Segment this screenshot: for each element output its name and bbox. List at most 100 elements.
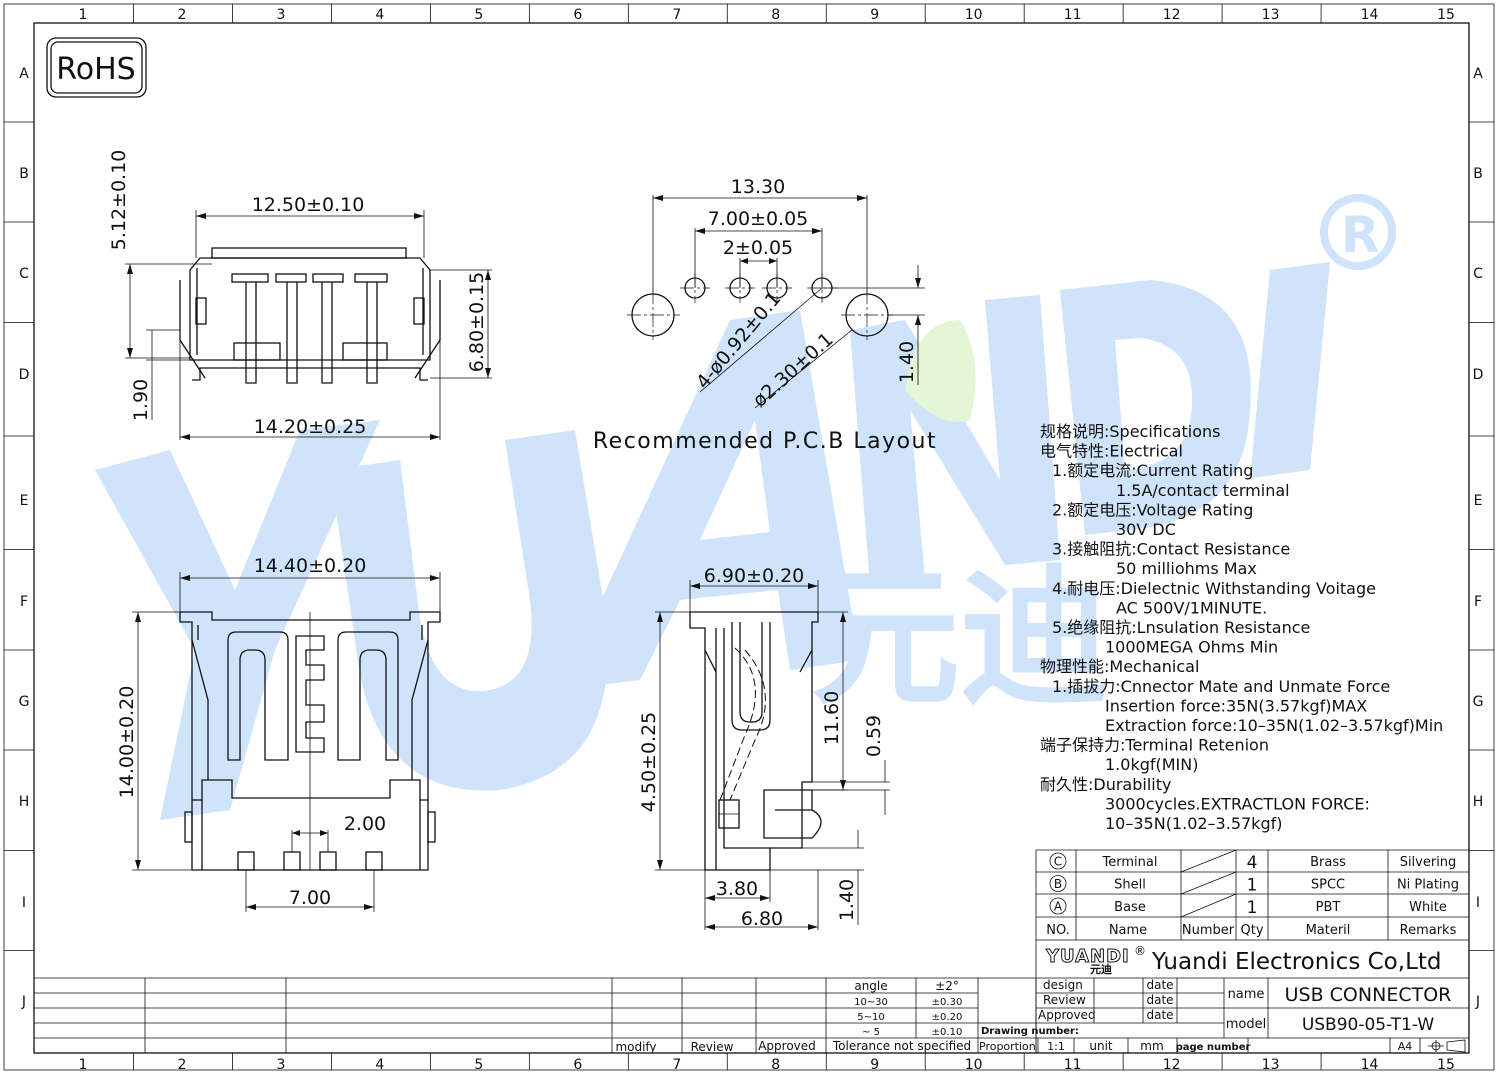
- bom-name: Base: [1114, 900, 1146, 915]
- bom-no: C: [1054, 855, 1062, 869]
- grid-col-label: 2: [178, 7, 187, 23]
- bom-qty: 1: [1247, 876, 1258, 896]
- top-view: 12.50±0.10 5.12±0.10 6.80±0.15 1.90 14.2…: [108, 150, 492, 440]
- dim-top-width: 12.50±0.10: [252, 194, 365, 216]
- tb-range1: 10~30: [854, 997, 888, 1008]
- company-logo: YUANDI ® 元迪: [1045, 944, 1147, 976]
- grid-col-label: 1: [79, 1057, 88, 1073]
- dim-side-bottom-outer: 6.80: [741, 908, 783, 930]
- grid-row-label: B: [19, 166, 29, 182]
- spec-line: Extraction force:10–35N(1.02–3.57kgf)Min: [1105, 716, 1443, 735]
- watermark: 元迪 R: [95, 194, 1396, 820]
- grid-row-label: H: [19, 794, 30, 810]
- bom-qty: 1: [1247, 898, 1258, 918]
- logo-registered: ®: [1134, 944, 1146, 958]
- grid-row-label: E: [1474, 493, 1483, 509]
- grid-row-label: G: [19, 694, 30, 710]
- bom-header-material: Materil: [1306, 923, 1351, 938]
- tb-review-bottom: Review: [691, 1040, 734, 1054]
- dim-pcb-pitch: 2±0.05: [723, 237, 793, 259]
- grid-col-label: 15: [1437, 1057, 1455, 1073]
- spec-line: 4.耐电压:Dielectnic Withstanding Voitage: [1052, 579, 1376, 598]
- dim-pcb-pin-span: 7.00±0.05: [708, 208, 809, 230]
- grid-row-label: D: [1473, 367, 1484, 383]
- tb-proportion: Proportion: [979, 1040, 1036, 1053]
- grid-col-label: 6: [573, 7, 582, 23]
- spec-line: Insertion force:35N(3.57kgf)MAX: [1105, 696, 1367, 715]
- tb-range2-tol: ±0.20: [932, 1012, 963, 1023]
- front-view: 14.40±0.20 14.00±0.20 2.00 7.00: [116, 555, 441, 912]
- grid-row-label: I: [1476, 895, 1480, 911]
- bom-no-circle: [1049, 897, 1067, 915]
- dim-top-height: 5.12±0.10: [108, 150, 130, 251]
- grid-row-label: A: [1473, 66, 1483, 82]
- spec-line: 1.5A/contact terminal: [1116, 481, 1290, 500]
- grid-row-label: H: [1473, 794, 1484, 810]
- spec-line: 2.额定电压:Voltage Rating: [1052, 500, 1253, 519]
- bom-material: SPCC: [1311, 878, 1345, 893]
- tb-range3: ~ 5: [862, 1027, 880, 1038]
- bom-header-number: Number: [1182, 923, 1235, 938]
- dim-side-left-height: 4.50±0.25: [638, 712, 660, 813]
- projection-symbol-icon: [1428, 1039, 1466, 1053]
- tb-name-value: USB CONNECTOR: [1285, 984, 1452, 1006]
- tb-unit: unit: [1089, 1039, 1113, 1053]
- grid-row-label: J: [1475, 994, 1480, 1010]
- grid-row-label: C: [19, 266, 29, 282]
- bom-header-remarks: Remarks: [1400, 923, 1457, 938]
- dim-front-span: 7.00: [289, 887, 331, 909]
- dim-side-bottom-right: 1.40: [836, 879, 858, 921]
- tb-approved-bottom: Approved: [758, 1039, 816, 1053]
- bom-remarks: Silvering: [1400, 855, 1457, 870]
- bom-name: Shell: [1114, 878, 1146, 893]
- grid-row-label: G: [1473, 694, 1484, 710]
- spec-line: 物理性能:Mechanical: [1040, 657, 1199, 676]
- grid-row-label: C: [1473, 266, 1483, 282]
- spec-line: 5.绝缘阻抗:Lnsulation Resistance: [1052, 618, 1310, 637]
- grid-col-label: 3: [276, 7, 285, 23]
- grid-col-label: 11: [1064, 1057, 1082, 1073]
- grid-col-label: 11: [1064, 7, 1082, 23]
- watermark-registered-mark: R: [1341, 206, 1380, 264]
- bom-header-no: NO.: [1046, 923, 1070, 938]
- grid-col-label: 6: [573, 1057, 582, 1073]
- bom-no-circle: [1049, 852, 1067, 870]
- bom-name: Terminal: [1102, 855, 1158, 870]
- grid-col-label: 12: [1163, 7, 1181, 23]
- tb-range2: 5~10: [857, 1012, 884, 1023]
- bom-no-circle: [1049, 875, 1067, 892]
- tb-approved-date: date: [1146, 1008, 1173, 1022]
- grid-col-label: 13: [1262, 1057, 1280, 1073]
- grid-col-label: 4: [375, 1057, 384, 1073]
- pcb-title: Recommended P.C.B Layout: [593, 429, 937, 454]
- bom-no: B: [1054, 877, 1062, 891]
- sheet-border: 1122334455667788991010111112121313141415…: [3, 3, 1495, 1073]
- grid-row-label: A: [19, 66, 29, 82]
- tb-review-date: date: [1146, 993, 1173, 1007]
- tb-page-number: page number: [1176, 1042, 1251, 1053]
- spec-line: 30V DC: [1116, 520, 1176, 539]
- spec-line: 3000cycles.EXTRACTLON FORCE:: [1105, 794, 1370, 813]
- grid-col-label: 10: [965, 7, 983, 23]
- dim-side-right-height: 11.60: [821, 691, 843, 745]
- tb-drawing-number: Drawing number:: [981, 1026, 1079, 1037]
- grid-col-label: 5: [474, 1057, 483, 1073]
- rohs-label: RoHS: [56, 52, 135, 87]
- dim-side-top-width: 6.90±0.20: [704, 565, 805, 587]
- grid-col-label: 15: [1437, 7, 1455, 23]
- dim-pcb-offset: 1.40: [896, 341, 918, 383]
- grid-col-label: 9: [870, 7, 879, 23]
- grid-col-label: 8: [771, 1057, 780, 1073]
- column-ticks: 1122334455667788991010111112121313141415…: [79, 4, 1455, 1073]
- grid-row-label: I: [22, 895, 26, 911]
- spec-line: 1.插拔力:Cnnector Mate and Unmate Force: [1052, 677, 1390, 696]
- tb-paper: A4: [1398, 1040, 1413, 1053]
- tb-design-date: date: [1146, 978, 1173, 992]
- dim-side-bottom-inner: 3.80: [716, 878, 758, 900]
- watermark-chinese: 元迪: [810, 552, 1110, 726]
- tb-design: design: [1043, 978, 1083, 992]
- grid-row-label: J: [21, 994, 26, 1010]
- tb-model-value: USB90-05-T1-W: [1302, 1015, 1435, 1035]
- grid-row-label: F: [20, 594, 28, 610]
